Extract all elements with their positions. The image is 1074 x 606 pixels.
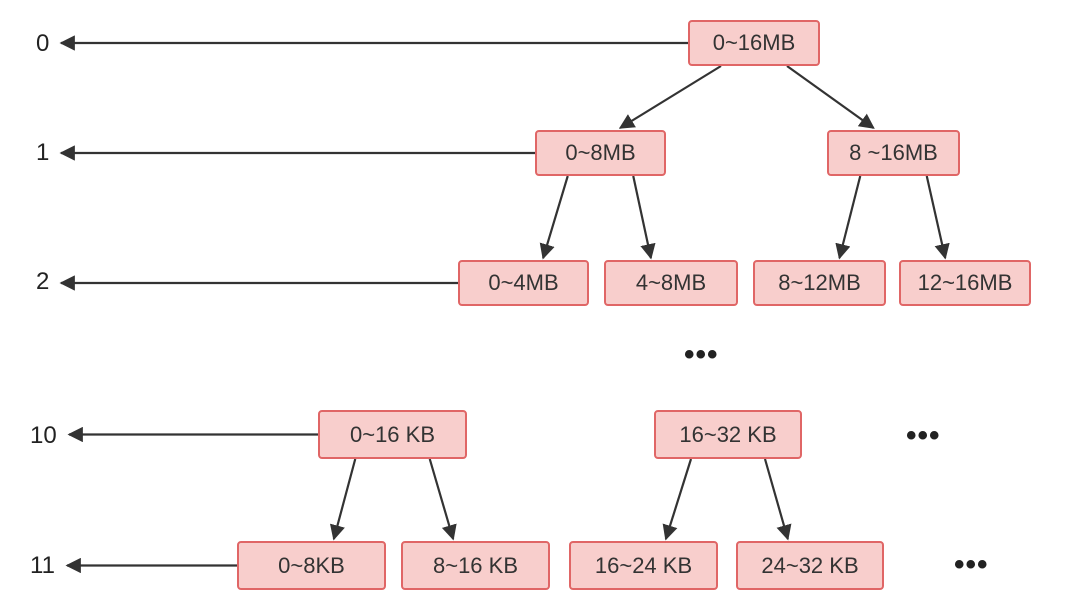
node-16-32kb: 16~32 KB [654,410,802,459]
edge-n1a-n2a [539,175,569,260]
edge-n10a-n11b [428,458,457,541]
level-label-11: 11 [30,552,55,579]
edge-n10b-n11d [763,458,792,541]
node-8-16kb: 8~16 KB [401,541,550,590]
edge-n10a-n11a [329,458,357,541]
ellipsis-level-10: ••• [906,419,941,452]
node-0-16mb: 0~16MB [688,20,820,66]
node-16-24kb: 16~24 KB [569,541,718,590]
level-label-1: 1 [36,139,50,166]
edge-n0-n1b [786,65,875,129]
ellipsis-middle: ••• [684,338,719,371]
node-12-16mb: 12~16MB [899,260,1031,306]
level-label-2: 2 [36,268,50,295]
ellipsis-level-11: ••• [954,548,989,581]
level-label-0: 0 [36,30,50,57]
edge-n1a-n2b [632,175,656,260]
edge-n1b-n2c [835,175,862,260]
node-8-12mb: 8~12MB [753,260,886,306]
edge-n1b-n2d [925,175,950,260]
edge-n10b-n11c [662,458,693,541]
node-0-16kb: 0~16 KB [318,410,467,459]
node-24-32kb: 24~32 KB [736,541,884,590]
node-0-4mb: 0~4MB [458,260,589,306]
node-8-16mb: 8 ~16MB [827,130,960,176]
edge-n0-n1a [618,65,722,129]
node-0-8kb: 0~8KB [237,541,386,590]
level-label-10: 10 [30,422,57,449]
node-4-8mb: 4~8MB [604,260,738,306]
node-0-8mb: 0~8MB [535,130,666,176]
